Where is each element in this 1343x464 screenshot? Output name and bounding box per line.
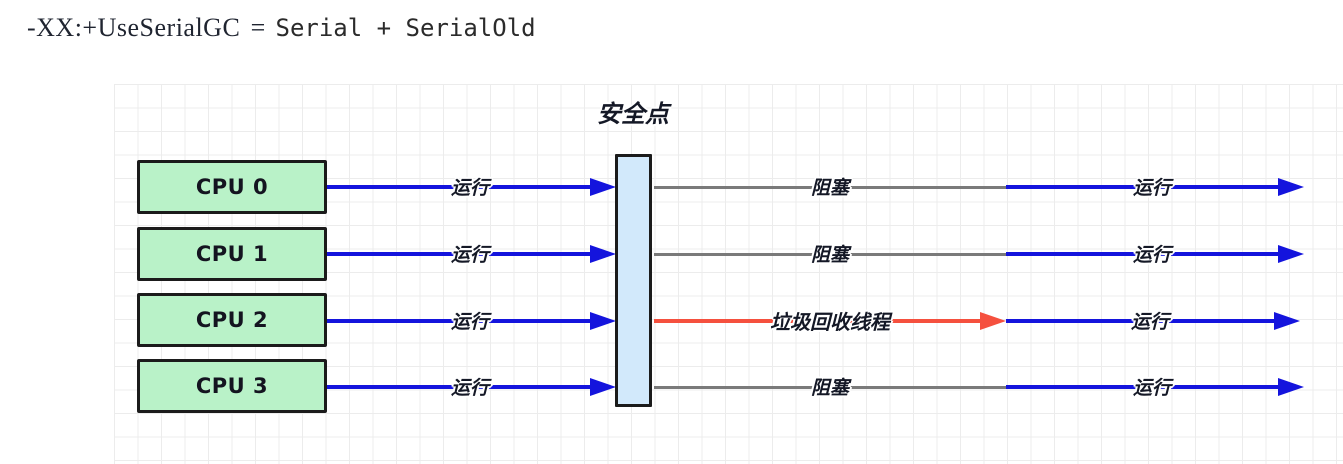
blocked-line-0: [654, 186, 1006, 189]
run-arrowhead-left-2: [590, 312, 616, 330]
run-line-left-3: [327, 385, 591, 389]
run-line-left-1: [327, 252, 591, 256]
run-line-left-2: [327, 319, 591, 323]
cpu-0-label: CPU 0: [195, 175, 269, 199]
run-arrowhead-right-0: [1278, 178, 1304, 196]
cpu-2-label: CPU 2: [195, 308, 269, 332]
jvm-flag-text: -XX:+UseSerialGC: [27, 13, 241, 42]
blocked-label-3: 阻塞: [810, 376, 850, 399]
cpu-1-label: CPU 1: [195, 242, 269, 266]
cpu-box-0: CPU 0: [137, 160, 327, 214]
run-label-right-3: 运行: [1132, 376, 1172, 399]
run-line-right-0: [1006, 185, 1278, 189]
run-line-left-0: [327, 185, 591, 189]
safepoint-label: 安全点: [597, 99, 669, 128]
equals-sign: =: [250, 13, 266, 42]
cpu-3-label: CPU 3: [195, 374, 269, 398]
run-arrowhead-right-3: [1278, 378, 1304, 396]
run-arrowhead-right-1: [1278, 245, 1304, 263]
run-arrowhead-left-0: [590, 178, 616, 196]
run-label-right-0: 运行: [1132, 176, 1172, 199]
gc-thread-label: 垃圾回收线程: [770, 309, 890, 334]
cpu-box-1: CPU 1: [137, 227, 327, 281]
run-label-right-2: 运行: [1130, 310, 1170, 333]
cpu-box-2: CPU 2: [137, 293, 327, 347]
run-line-right-3: [1006, 385, 1278, 389]
run-arrowhead-right-2: [1274, 312, 1300, 330]
blocked-line-3: [654, 386, 1006, 389]
blocked-label-0: 阻塞: [810, 176, 850, 199]
run-label-left-0: 运行: [450, 176, 490, 199]
run-arrowhead-left-3: [590, 378, 616, 396]
run-arrowhead-left-1: [590, 245, 616, 263]
gc-thread-arrowhead: [980, 312, 1006, 330]
run-line-right-2: [1006, 319, 1274, 323]
cpu-box-3: CPU 3: [137, 359, 327, 413]
blocked-label-1: 阻塞: [810, 243, 850, 266]
run-label-left-3: 运行: [450, 376, 490, 399]
run-line-right-1: [1006, 252, 1278, 256]
run-label-left-2: 运行: [450, 310, 490, 333]
blocked-line-1: [654, 253, 1006, 256]
run-label-right-1: 运行: [1132, 243, 1172, 266]
safepoint-bar: [615, 154, 652, 407]
run-label-left-1: 运行: [450, 243, 490, 266]
page-title: -XX:+UseSerialGC = Serial + SerialOld: [27, 13, 536, 43]
gc-thread-line: [654, 319, 980, 323]
collectors-text: Serial + SerialOld: [275, 14, 536, 42]
